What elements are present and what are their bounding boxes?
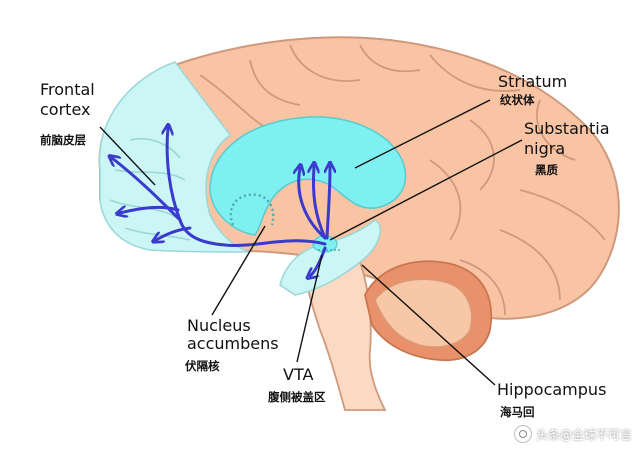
watermark: 头条@全球不可言 <box>513 425 632 443</box>
label-nucleus-accumbens-zh: 伏隔核 <box>185 359 220 373</box>
watermark-text: 头条@全球不可言 <box>535 427 632 442</box>
callout-substantia-nigra <box>329 139 523 241</box>
label-hippocampus-zh: 海马回 <box>500 405 535 419</box>
pathway-frontal-branch-4 <box>156 226 192 240</box>
watermark-logo-icon <box>513 425 532 443</box>
label-vta: VTA <box>283 365 314 384</box>
cerebellum-inner <box>374 278 473 348</box>
striatum-region <box>209 116 407 236</box>
dopamine-pathways <box>112 128 330 276</box>
label-substantia-nigra-zh: 黑质 <box>535 163 558 177</box>
label-frontal-cortex-zh: 前脑皮层 <box>40 133 86 147</box>
label-striatum: Striatum <box>498 72 568 91</box>
label-substantia-nigra-line2: nigra <box>524 139 566 158</box>
callout-hippocampus <box>361 264 496 386</box>
label-nucleus-accumbens-line2: accumbens <box>187 334 279 353</box>
pathway-nigrostriatal-2 <box>313 166 327 240</box>
pathway-nigrostriatal-3 <box>327 166 330 240</box>
label-frontal-cortex-line2: cortex <box>40 100 91 119</box>
callout-frontal-cortex <box>99 126 156 186</box>
label-nucleus-accumbens-line1: Nucleus <box>187 316 251 335</box>
callout-nucleus-accumbens <box>211 225 266 316</box>
pathway-mesocortical-main <box>178 218 327 247</box>
callout-striatum <box>354 99 491 169</box>
pathway-nigrostriatal-1 <box>299 168 327 240</box>
label-substantia-nigra-line1: Substantia <box>524 119 610 138</box>
label-hippocampus: Hippocampus <box>497 380 607 399</box>
label-striatum-zh: 纹状体 <box>500 93 535 107</box>
pathway-frontal-branch-1 <box>167 128 182 222</box>
callout-lines <box>99 99 523 386</box>
pathway-frontal-branch-3 <box>120 207 180 213</box>
nucleus-accumbens-outline <box>229 193 275 226</box>
frontal-cortex-region <box>98 61 251 253</box>
pathway-frontal-branch-2 <box>112 158 182 222</box>
callout-vta <box>296 254 323 363</box>
label-vta-zh: 腹侧被盖区 <box>268 390 326 404</box>
label-frontal-cortex-line1: Frontal <box>40 80 95 99</box>
pathway-mesolimbic-down <box>310 246 327 276</box>
